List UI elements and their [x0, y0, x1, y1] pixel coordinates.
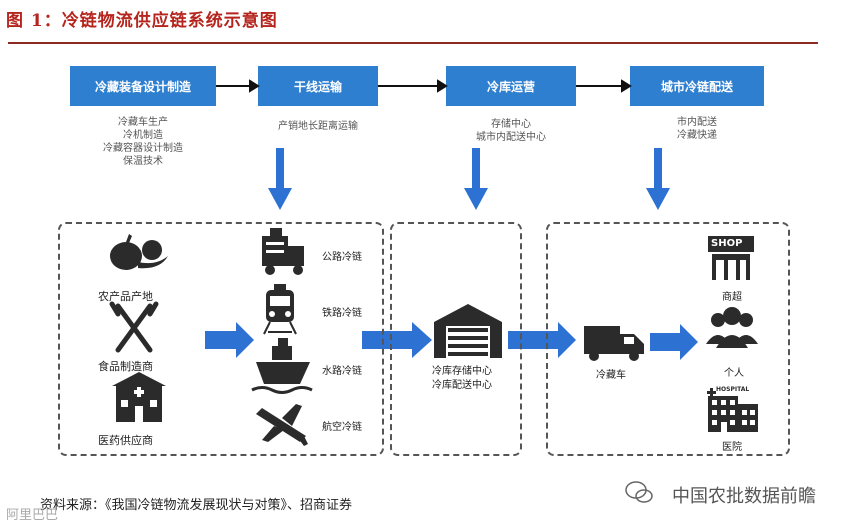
transport-label-road: 公路冷链: [322, 252, 362, 263]
transport-label-air: 航空冷链: [322, 422, 362, 433]
watermark-text: 中国农批数据前瞻: [672, 486, 816, 507]
desc-line: 冷藏车生产: [118, 117, 168, 128]
airplane-icon: [256, 404, 308, 446]
stage-desc-city: 市内配送 冷藏快递: [630, 116, 764, 142]
transport-label-rail: 铁路冷链: [322, 308, 362, 319]
produce-icon: [110, 234, 168, 270]
stage-box-equipment: 冷藏装备设计制造: [70, 66, 216, 106]
desc-line: 市内配送: [677, 117, 717, 128]
connector-arrowhead-2: [437, 79, 448, 93]
source-label-farm: 农产品产地: [98, 290, 153, 303]
warehouse-icon: [434, 304, 502, 358]
figure-title: 图 1：冷链物流供应链系统示意图: [6, 11, 278, 31]
flow-arrow-4: [650, 324, 698, 360]
desc-line: 保温技术: [123, 156, 163, 167]
stage-desc-storage: 存储中心 城市内配送中心: [446, 118, 576, 144]
panel-cold-storage: [390, 222, 522, 456]
watermark-left: 阿里巴巴: [6, 508, 59, 523]
fork-knife-icon: [109, 301, 159, 353]
warehouse-label-storage: 冷库存储中心: [432, 366, 492, 377]
connector-arrowhead-3: [621, 79, 632, 93]
watermark: 中国农批数据前瞻: [672, 482, 816, 508]
desc-line: 冷藏容器设计制造: [103, 143, 183, 154]
destination-label-hospital: 医院: [722, 442, 742, 453]
stage-desc-equipment: 冷藏车生产 冷机制造 冷藏容器设计制造 保温技术: [83, 116, 203, 168]
shop-sign-text: SHOP: [711, 238, 743, 249]
panel-sources-transport: [58, 222, 384, 456]
source-label-food-maker: 食品制造商: [98, 360, 153, 373]
stage-box-cold-storage: 冷库运营: [446, 66, 576, 106]
truck-label: 冷藏车: [596, 370, 626, 381]
shop-icon: [708, 236, 754, 280]
flow-arrow-3: [508, 322, 576, 358]
transport-label-water: 水路冷链: [322, 366, 362, 377]
flow-arrow-2: [362, 322, 432, 358]
stage-box-trunk-transport: 干线运输: [258, 66, 378, 106]
train-icon: [263, 284, 297, 335]
stage-box-city-delivery: 城市冷链配送: [630, 66, 764, 106]
flow-arrows: [205, 322, 698, 360]
flow-arrow-1: [205, 322, 254, 358]
down-arrow-trunk: [268, 148, 292, 210]
stage-desc-trunk: 产销地长距离运输: [258, 120, 378, 133]
down-arrow-city: [646, 148, 670, 210]
title-divider: [8, 42, 818, 44]
destination-label-individual: 个人: [724, 368, 744, 379]
warehouse-label-distribution: 冷库配送中心: [432, 380, 492, 391]
connector-arrowhead-1: [249, 79, 260, 93]
down-arrows: [268, 148, 670, 210]
desc-line: 存储中心: [491, 119, 531, 130]
source-label-pharma: 医药供应商: [98, 434, 153, 447]
road-truck-icon: [262, 228, 304, 275]
hospital-sign-text: HOSPITAL: [716, 386, 750, 393]
desc-line: 城市内配送中心: [476, 132, 546, 143]
destination-label-supermarket: 商超: [722, 292, 742, 303]
down-arrow-storage: [464, 148, 488, 210]
hospital-icon: [707, 388, 758, 432]
desc-line: 产销地长距离运输: [278, 121, 358, 132]
source-note: 资料来源：《我国冷链物流发展现状与对策》、招商证券: [40, 498, 353, 513]
panel-city-delivery: [546, 222, 790, 456]
refrigerated-truck-icon: [584, 326, 644, 361]
ship-icon: [251, 338, 313, 394]
top-connector-arrows: [216, 79, 632, 93]
people-icon: [706, 307, 758, 348]
desc-line: 冷藏快递: [677, 130, 717, 141]
desc-line: 冷机制造: [123, 130, 163, 141]
pharmacy-building-icon: [112, 372, 166, 422]
wechat-icon: [625, 481, 653, 503]
